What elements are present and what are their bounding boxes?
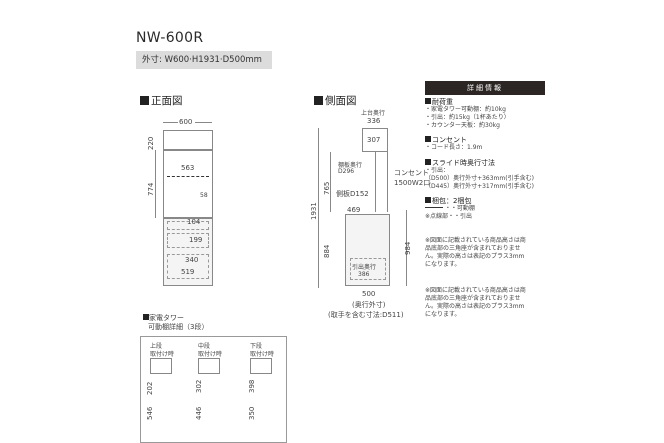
dimensions-bar: 外寸: W600·H1931·D500mm: [136, 51, 272, 69]
square-bullet-icon: [140, 96, 149, 105]
detail-lower: 350: [248, 406, 256, 420]
detail-upper: 202: [146, 381, 154, 395]
drawer-outline: [167, 221, 209, 230]
shelf-line: [167, 176, 209, 177]
front-outlet-offset: 58: [200, 192, 208, 199]
dim-line: [195, 122, 212, 123]
square-bullet-icon: [425, 98, 431, 104]
square-bullet-icon: [425, 136, 431, 142]
dim-line: [406, 210, 407, 286]
side-view-heading: 側面図: [314, 93, 357, 108]
dim-line: [330, 152, 331, 212]
dim-line: [163, 122, 178, 123]
drawer2-width: 519: [181, 268, 195, 276]
info-package-section: 梱包：2梱包 ・・可動棚 ※点線部・・引出: [425, 197, 475, 220]
detail-title-line1: 家電タワー: [143, 313, 184, 323]
upper-height: 765: [323, 181, 331, 195]
front-inner-width: 563: [181, 164, 195, 172]
side-view-title: 側面図: [325, 95, 357, 107]
counter-depth: 469: [347, 206, 361, 214]
front-view-heading: 正面図: [140, 93, 183, 108]
drawer-depth-label: 引出奥行: [352, 264, 377, 271]
detail-upper: 398: [248, 379, 256, 393]
detail-lower: 446: [195, 406, 203, 420]
total-height: 1931: [310, 202, 318, 220]
outlet-spec: 1500W2口: [394, 179, 431, 187]
solid-line-icon: [425, 207, 443, 208]
front-upper-tower: [163, 150, 213, 218]
drawer-outline: [167, 254, 209, 279]
front-top-cabinet: [163, 130, 213, 150]
detail-lower: 546: [146, 406, 154, 420]
counter-height: 984: [404, 241, 412, 255]
square-bullet-icon: [425, 197, 431, 203]
shelf-depth-label: 棚板奥行: [338, 162, 363, 169]
info-slide-section: スライド時奥行寸法 ・引出： （D500）奥行外寸+363mm(引手含む) （D…: [425, 159, 534, 190]
side-lower-cabinet: [345, 214, 390, 286]
info-load-section: 耐荷重 ・家電タワー可動棚：約10kg ・引出：約15kg（1杯あたり） ・カウ…: [425, 98, 510, 129]
drawer-depth: 386: [358, 271, 370, 278]
side-depth-note: (取手を含む寸法:D511): [328, 311, 404, 319]
drawer-outline: [350, 258, 386, 280]
detail-upper: 302: [195, 379, 203, 393]
info-outlet-section: コンセント ・コード長さ：1.9m: [425, 136, 483, 151]
dim-line: [155, 150, 156, 218]
square-bullet-icon: [143, 314, 149, 320]
outlet-label: コンセント: [394, 169, 429, 177]
front-top-height: 220: [147, 136, 155, 150]
inner-depth: 307: [367, 136, 381, 144]
shelf-depth: D296: [338, 168, 355, 175]
square-bullet-icon: [425, 159, 431, 165]
detail-col-sub: 取付け時: [250, 351, 275, 358]
model-title: NW-600R: [136, 30, 204, 46]
side-top-cabinet: [362, 128, 388, 152]
drawer1-depth: 104: [187, 218, 201, 226]
lower-height: 884: [323, 244, 331, 258]
front-upper-height: 774: [147, 182, 155, 196]
top-depth-label: 上台奥行: [361, 110, 386, 117]
detail-box: [198, 358, 220, 374]
info-note-2: ※図面に記載されている商品高さは商品底部の三角座が含まれておりません。実際の高さ…: [425, 287, 526, 318]
detail-col-sub: 取付け時: [198, 351, 223, 358]
info-note-1: ※図面に記載されている商品高さは商品底部の三角座が含まれておりません。実際の高さ…: [425, 237, 526, 268]
side-depth: 500: [362, 290, 376, 298]
detail-col-sub: 取付け時: [150, 351, 175, 358]
drawer-outline: [167, 233, 209, 248]
front-view-title: 正面図: [151, 95, 183, 107]
detail-title-line2: 可動棚詳細（3段）: [148, 323, 209, 331]
square-bullet-icon: [314, 96, 323, 105]
tower-line: [375, 152, 376, 212]
dim-line: [318, 128, 319, 288]
front-width-label: 600: [179, 118, 193, 126]
side-depth-label: (奥行外寸): [352, 301, 386, 309]
detail-col-label: 中段: [198, 343, 211, 350]
detail-box: [150, 358, 172, 374]
side-panel-label: 側板D152: [336, 190, 369, 198]
drawer1-height: 199: [189, 236, 203, 244]
tower-line: [387, 152, 388, 212]
detail-col-label: 下段: [250, 343, 263, 350]
info-panel-header: 詳細情報: [425, 81, 545, 95]
top-depth: 336: [367, 117, 381, 125]
drawer2-depth: 340: [185, 256, 199, 264]
detail-col-label: 上段: [150, 343, 163, 350]
detail-box: [250, 358, 272, 374]
